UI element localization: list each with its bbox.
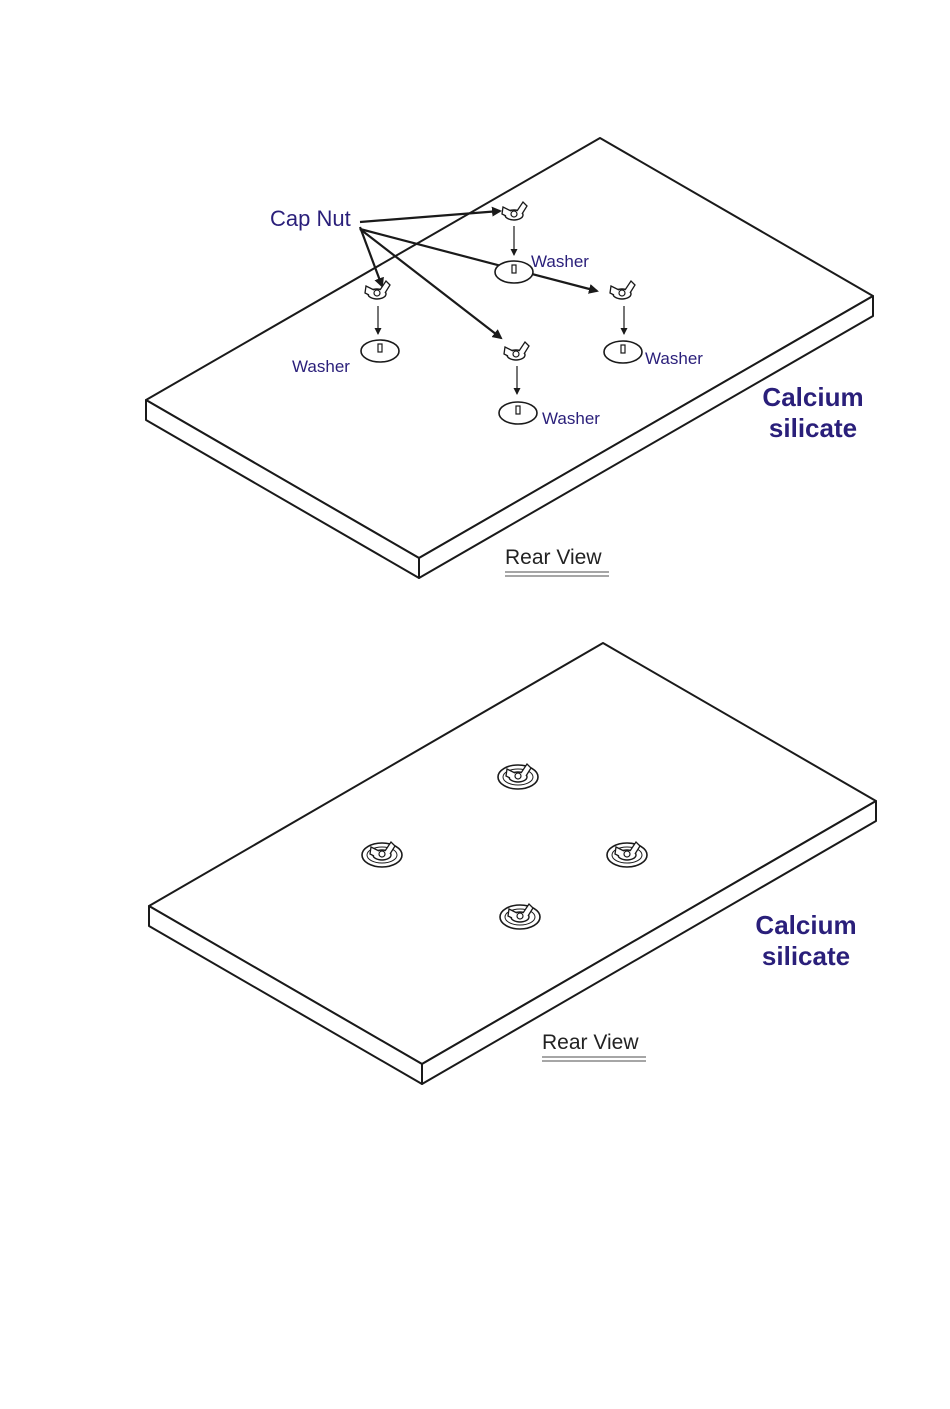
rear-view-label: Rear View bbox=[542, 1031, 639, 1054]
assembled-nut-icon bbox=[500, 904, 540, 929]
assembled-nut-icon bbox=[607, 842, 647, 867]
material-label-line1: Calcium bbox=[762, 382, 863, 412]
washer-icon bbox=[499, 402, 537, 424]
washer-label: Washer bbox=[292, 357, 350, 376]
material-label-line2: silicate bbox=[769, 413, 857, 443]
assembled-nut-icon bbox=[362, 842, 402, 867]
rear-view-label: Rear View bbox=[505, 546, 602, 569]
washer-label: Washer bbox=[645, 349, 703, 368]
washer-icon bbox=[495, 261, 533, 283]
washer-label: Washer bbox=[531, 252, 589, 271]
washer-icon bbox=[604, 341, 642, 363]
material-label-line2: silicate bbox=[762, 941, 850, 971]
assembled-nut-icon bbox=[498, 764, 538, 789]
bottom-board bbox=[149, 643, 876, 1084]
material-label-line1: Calcium bbox=[755, 910, 856, 940]
cap-nut-label: Cap Nut bbox=[270, 206, 351, 231]
washer-label: Washer bbox=[542, 409, 600, 428]
washer-icon bbox=[361, 340, 399, 362]
